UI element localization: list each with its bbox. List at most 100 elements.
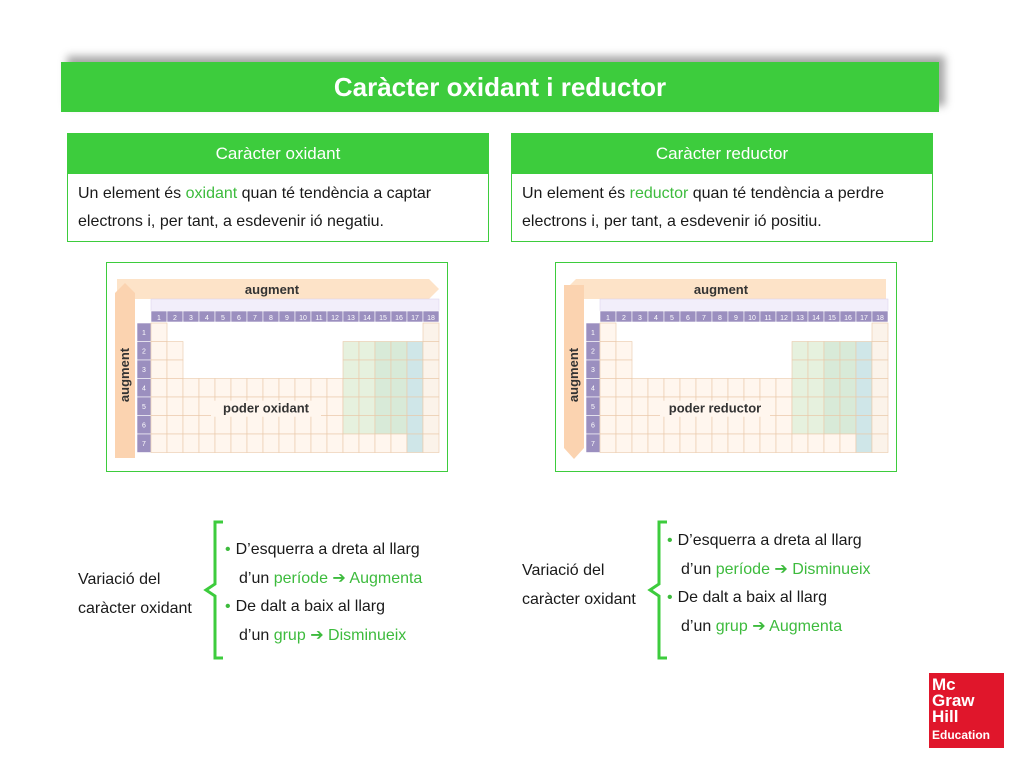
element-cell	[422, 322, 440, 342]
element-cell	[198, 415, 216, 435]
element-cell	[775, 433, 793, 453]
element-cell	[278, 433, 296, 453]
group-number: 8	[269, 315, 273, 322]
element-cell	[166, 433, 184, 453]
period-number: 4	[591, 386, 595, 393]
element-cell	[871, 359, 889, 379]
element-cell	[823, 359, 841, 379]
element-cell	[422, 396, 440, 416]
element-cell	[599, 378, 617, 398]
element-cell	[791, 415, 809, 435]
right-variation-label: Variació del caràcter oxidant	[522, 562, 636, 608]
element-cell	[759, 433, 777, 453]
element-cell	[695, 415, 713, 435]
element-cell	[166, 341, 184, 361]
element-cell	[374, 341, 392, 361]
right-brace-icon	[647, 520, 667, 660]
element-cell	[214, 433, 232, 453]
table-center-label: poder oxidant	[223, 401, 310, 416]
group-number: 13	[796, 315, 804, 322]
left-variation-bullets: •D’esquerra a dreta al llarg d’un períod…	[225, 536, 422, 650]
element-cell	[647, 378, 665, 398]
element-cell	[743, 378, 761, 398]
element-cell	[615, 341, 633, 361]
element-cell	[166, 396, 184, 416]
group-number: 17	[860, 315, 868, 322]
element-cell	[182, 396, 200, 416]
element-cell	[599, 433, 617, 453]
element-cell	[358, 415, 376, 435]
element-cell	[615, 433, 633, 453]
arrow-right-icon: ➔	[774, 560, 788, 578]
element-cell	[406, 415, 424, 435]
period-number: 3	[142, 367, 146, 374]
reductor-definition-text: Un element és reductor quan té tendència…	[522, 185, 885, 230]
oxidant-highlight: oxidant	[185, 185, 238, 202]
element-cell	[679, 378, 697, 398]
element-cell	[871, 378, 889, 398]
element-cell	[759, 378, 777, 398]
group-number-cell	[422, 310, 440, 323]
element-cell	[823, 378, 841, 398]
group-number: 16	[395, 315, 403, 322]
element-cell	[358, 378, 376, 398]
element-cell	[663, 433, 681, 453]
oxidant-definition-text: Un element és oxidant quan té tendència …	[78, 185, 432, 230]
element-cell	[599, 341, 617, 361]
group-number: 1	[606, 315, 610, 322]
element-cell	[278, 378, 296, 398]
element-cell	[823, 341, 841, 361]
period-number: 7	[591, 441, 595, 448]
element-cell	[695, 378, 713, 398]
element-cell	[807, 341, 825, 361]
element-cell	[422, 341, 440, 361]
element-cell	[743, 415, 761, 435]
group-number: 13	[347, 315, 355, 322]
element-cell	[214, 415, 232, 435]
group-number: 16	[844, 315, 852, 322]
element-cell	[310, 415, 328, 435]
element-cell	[679, 433, 697, 453]
element-cell	[599, 415, 617, 435]
group-number: 5	[670, 315, 674, 322]
element-cell	[647, 433, 665, 453]
element-cell	[166, 359, 184, 379]
period-number: 7	[142, 441, 146, 448]
element-cell	[871, 322, 889, 342]
element-cell	[775, 396, 793, 416]
element-cell	[711, 433, 729, 453]
element-cell	[246, 415, 264, 435]
element-cell	[759, 415, 777, 435]
period-number: 3	[591, 367, 595, 374]
element-cell	[262, 433, 280, 453]
group-number: 14	[812, 315, 820, 322]
element-cell	[631, 415, 649, 435]
period-number: 6	[591, 423, 595, 430]
right-variation-bullets: •D’esquerra a dreta al llarg d’un períod…	[667, 527, 871, 641]
element-cell	[727, 378, 745, 398]
element-cell	[807, 378, 825, 398]
element-cell	[807, 415, 825, 435]
element-cell	[823, 433, 841, 453]
element-cell	[390, 341, 408, 361]
element-cell	[150, 359, 168, 379]
group-number: 7	[702, 315, 706, 322]
element-cell	[182, 378, 200, 398]
arrow-right-icon: ➔	[332, 569, 346, 587]
group-number: 7	[253, 315, 257, 322]
group-number: 11	[315, 315, 322, 322]
group-number: 15	[828, 315, 836, 322]
element-cell	[615, 396, 633, 416]
element-cell	[310, 433, 328, 453]
group-number: 17	[411, 315, 419, 322]
element-cell	[342, 433, 360, 453]
element-cell	[326, 396, 344, 416]
element-cell	[358, 341, 376, 361]
element-cell	[695, 433, 713, 453]
element-cell	[791, 341, 809, 361]
side-arrow-label: augment	[117, 347, 132, 402]
element-cell	[839, 378, 857, 398]
group-number: 12	[780, 315, 788, 322]
